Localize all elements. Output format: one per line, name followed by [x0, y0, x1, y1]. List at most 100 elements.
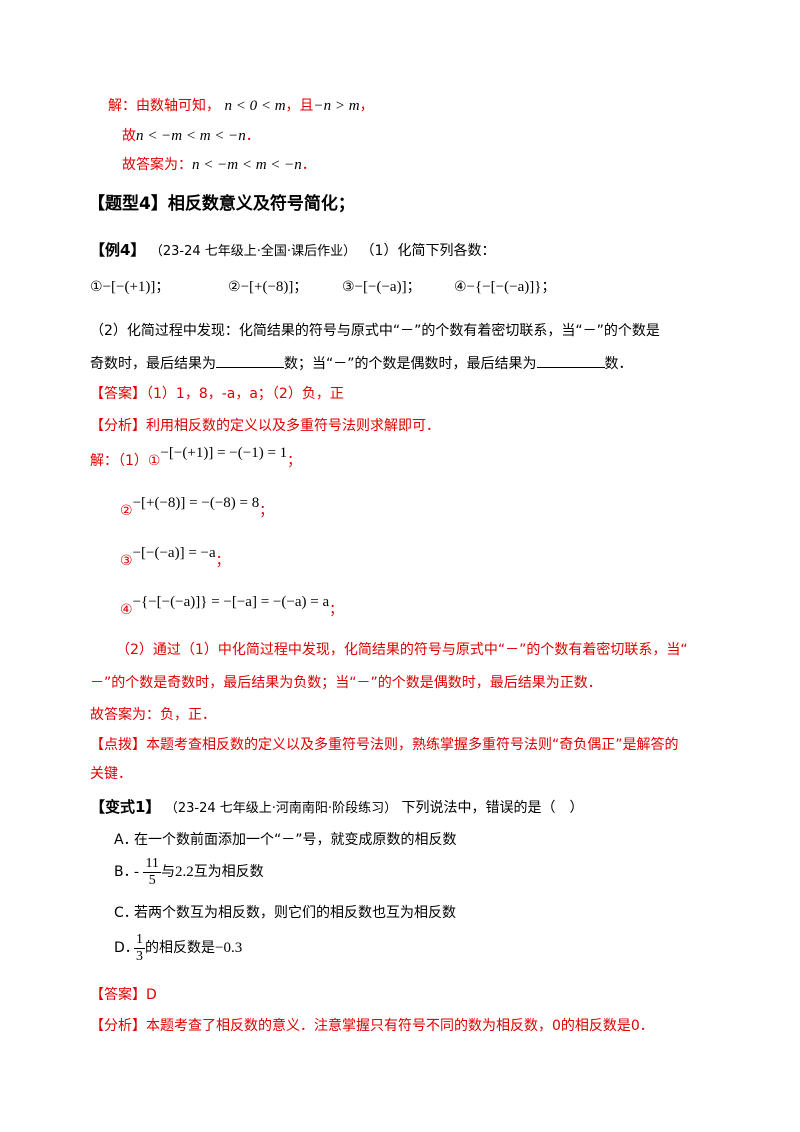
intro-line2-expr: n < −m < m < −n — [136, 128, 246, 144]
intro-line3-end: ． — [301, 157, 316, 173]
intro-mid: ，且 — [285, 98, 314, 114]
part2-text-b: 数；当“－”的个数是偶数时，最后结果为 — [284, 356, 537, 372]
item-sep: ； — [155, 279, 170, 295]
fraction-denominator: 3 — [136, 948, 143, 964]
fraction-numerator: 1 — [134, 931, 145, 949]
step-end: ； — [215, 553, 230, 569]
example-tag: 【例4】 — [90, 241, 146, 259]
intro-expr-1: n < 0 < m — [224, 98, 286, 114]
option-b-neg: - — [134, 864, 139, 880]
option-b-mid: 与 — [160, 864, 175, 880]
item-sep: ； — [406, 279, 421, 295]
solution-label: 解：（1）① — [90, 453, 161, 469]
step-expr: −[+(−8)] = −(−8) = 8 — [132, 495, 260, 511]
option-d-mid: 的相反数是 — [145, 940, 215, 956]
example-item-4: ④−{−[−(−a)]}； — [454, 277, 555, 297]
item-num: ① — [90, 279, 103, 295]
intro-line2-prefix: 故 — [122, 128, 136, 144]
fraction-numerator: 11 — [143, 855, 161, 873]
step-end: ； — [329, 602, 344, 618]
part2-text-c: 数． — [604, 356, 633, 372]
intro-line3-prefix: 故答案为： — [122, 157, 192, 173]
solution-step-2: ②−[+(−8)] = −(−8) = 8； — [120, 495, 274, 521]
example-source: （23-24 七年级上·全国·课后作业） — [149, 244, 357, 259]
item-expr: −[−(−a)] — [354, 279, 407, 295]
intro-solution-line3: 故答案为：n < −m < m < −n． — [122, 155, 316, 175]
intro-solution-line1: 解：由数轴可知， n < 0 < m，且−n > m， — [108, 96, 374, 116]
option-b-end: 互为相反数 — [193, 864, 264, 880]
example-tip-line2: 关键． — [90, 766, 132, 782]
intro-line3-expr: n < −m < m < −n — [192, 157, 302, 173]
answer-blank-2 — [536, 353, 605, 368]
example-tip-line1: 【点拨】本题考查相反数的定义以及多重符号法则，熟练掌握多重符号法则“奇负偶正”是… — [90, 735, 679, 755]
variant-analysis-tag: 【分析】 — [90, 1018, 146, 1034]
variant-answer-text: D — [146, 987, 157, 1003]
item-expr: −{−[−(−a)]} — [466, 279, 542, 295]
item-sep: ； — [541, 279, 556, 295]
item-num: ④ — [454, 279, 467, 295]
example-final-answer: 故答案为：负，正． — [90, 707, 216, 723]
item-expr: −[+(−8)] — [240, 279, 294, 295]
step-num: ③ — [120, 553, 133, 569]
example-answer: 【答案】（1）1，8，-a，a；（2）负，正 — [90, 384, 344, 404]
answer-tag: 【答案】 — [90, 386, 146, 402]
step-expr: −[−(−a)] = −a — [132, 545, 216, 561]
answer-text: （1）1，8，-a，a；（2）负，正 — [146, 386, 344, 402]
option-c: C．若两个数互为相反数，则它们的相反数也互为相反数 — [114, 903, 456, 923]
option-d-label: D． — [114, 940, 139, 956]
variant-prompt: 下列说法中，错误的是（ ） — [401, 800, 584, 816]
item-num: ② — [228, 279, 241, 295]
fraction-denominator: 5 — [148, 872, 156, 888]
intro-expr-2: −n > m — [313, 98, 360, 114]
step-num: ④ — [120, 602, 133, 618]
example-item-2: ②−[+(−8)]； — [228, 277, 307, 297]
part2-solution-line2: －”的个数是奇数时，最后结果为负数；当“－”的个数是偶数时，最后结果为正数． — [90, 675, 602, 691]
variant-analysis: 【分析】本题考查了相反数的意义．注意掌握只有符号不同的数为相反数，0的相反数是0… — [90, 1016, 654, 1036]
option-c-text: 若两个数互为相反数，则它们的相反数也互为相反数 — [134, 905, 456, 921]
analysis-tag: 【分析】 — [90, 418, 146, 434]
example-item-1: ①−[−(+1)]； — [90, 277, 169, 297]
step-end: ； — [259, 503, 274, 519]
variant-header: 【变式1】 （23-24 七年级上·河南南阳·阶段练习） 下列说法中，错误的是（… — [90, 797, 584, 819]
item-expr: −[−(+1)] — [102, 279, 156, 295]
step-num: ② — [120, 503, 133, 519]
variant-source: （23-24 七年级上·河南南阳·阶段练习） — [164, 801, 398, 816]
variant-analysis-text: 本题考查了相反数的意义．注意掌握只有符号不同的数为相反数，0的相反数是0． — [146, 1018, 654, 1034]
answer-blank-1 — [216, 353, 284, 368]
step-expr: −[−(+1)] = −(−1) = 1 — [160, 445, 288, 461]
solution-step-1: 解：（1）①−[−(+1)] = −(−1) = 1； — [90, 445, 302, 471]
item-sep: ； — [293, 279, 308, 295]
part2-solution-line1: （2）通过（1）中化简过程中发现，化简结果的符号与原式中“－”的个数有着密切联系… — [116, 642, 688, 658]
intro-solution-label: 解：由数轴可知， — [108, 98, 220, 114]
example-prompt: （1）化简下列各数： — [360, 243, 496, 259]
part2-line2: 奇数时，最后结果为 数；当“－”的个数是偶数时，最后结果为 数． — [90, 353, 633, 374]
example-header: 【例4】 （23-24 七年级上·全国·课后作业） （1）化简下列各数： — [90, 240, 495, 262]
step-end: ； — [287, 453, 302, 469]
analysis-text: 利用相反数的定义以及多重符号法则求解即可． — [146, 418, 440, 434]
solution-step-3: ③−[−(−a)] = −a； — [120, 545, 230, 571]
variant-answer: 【答案】D — [90, 985, 157, 1005]
option-d-value: −0.3 — [215, 940, 243, 956]
intro-end: ， — [359, 98, 374, 114]
solution-step-4: ④−{−[−(−a)]} = −[−a] = −(−a) = a； — [120, 594, 344, 620]
item-num: ③ — [342, 279, 355, 295]
tip-text: 本题考查相反数的定义以及多重符号法则，熟练掌握多重符号法则“奇负偶正”是解答的 — [146, 737, 679, 753]
option-b-label: B． — [114, 864, 138, 880]
example-item-3: ③−[−(−a)]； — [342, 277, 421, 297]
option-b-value: 2.2 — [174, 864, 194, 880]
intro-solution-line2: 故n < −m < m < −n． — [122, 126, 260, 146]
part2-line1: （2）化简过程中发现：化简结果的符号与原式中“－”的个数有着密切联系，当“－”的… — [90, 323, 660, 339]
option-a-label: A． — [114, 832, 138, 848]
example-analysis: 【分析】利用相反数的定义以及多重符号法则求解即可． — [90, 416, 440, 436]
option-c-label: C． — [114, 905, 138, 921]
option-a: A．在一个数前面添加一个“－”号，就变成原数的相反数 — [114, 830, 457, 850]
part2-text-a: 奇数时，最后结果为 — [90, 356, 216, 372]
step-expr: −{−[−(−a)]} = −[−a] = −(−a) = a — [132, 594, 330, 610]
variant-tag: 【变式1】 — [90, 798, 161, 816]
section-heading: 【题型4】相反数意义及符号简化； — [88, 194, 355, 214]
intro-line2-end: ． — [245, 128, 260, 144]
